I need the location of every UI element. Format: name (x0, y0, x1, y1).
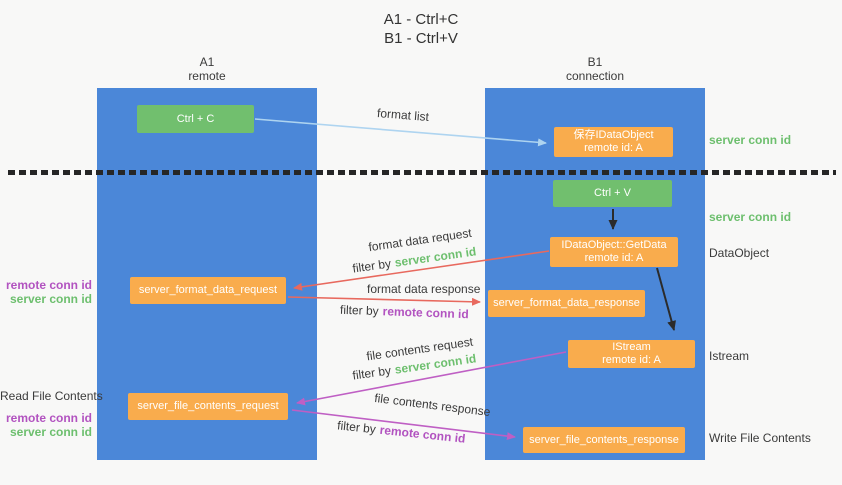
ctrl-v-label: Ctrl + V (594, 187, 631, 199)
column-b-name: B1 (587, 55, 603, 69)
idataobject-getdata-box: IDataObject::GetData remote id: A (550, 237, 678, 267)
remote-conn-id-text: remote conn id (382, 304, 469, 322)
save-idataobject-box: 保存IDataObject remote id: A (554, 127, 673, 157)
file-request-label: server_file_contents_request (137, 400, 279, 412)
filter-by-prefix: filter by (336, 418, 377, 437)
istream-box: IStream remote id: A (568, 340, 695, 368)
column-b-header: B1 connection (485, 55, 705, 83)
save-idataobject-line2: remote id: A (584, 142, 643, 154)
remote-conn-id-text: remote conn id (379, 422, 467, 446)
column-a-name: A1 (199, 55, 215, 69)
label-file-contents-response: file contents response (373, 390, 492, 420)
title-line-2: B1 - Ctrl+V (384, 30, 458, 47)
column-a-role: remote (188, 69, 226, 83)
getdata-line2: remote id: A (584, 252, 644, 264)
left-server-conn-id-file: server conn id (9, 425, 92, 439)
server-format-data-request-box: server_format_data_request (130, 277, 286, 304)
left-remote-conn-id-file: remote conn id (5, 411, 92, 425)
format-response-label: server_format_data_response (493, 297, 640, 309)
right-istream: Istream (709, 349, 750, 363)
left-read-file-contents: Read File Contents (0, 389, 103, 403)
server-file-contents-response-box: server_file_contents_response (523, 427, 685, 453)
diagram-title: A1 - Ctrl+C B1 - Ctrl+V (0, 10, 842, 48)
server-file-contents-request-box: server_file_contents_request (128, 393, 288, 420)
right-write-file-contents: Write File Contents (709, 431, 811, 445)
column-b-role: connection (565, 69, 625, 83)
format-request-label: server_format_data_request (138, 284, 278, 296)
filter-by-prefix: filter by (351, 363, 392, 383)
ctrl-v-box: Ctrl + V (553, 180, 672, 207)
save-idataobject-line1: 保存IDataObject (573, 129, 654, 141)
filter-by-prefix: filter by (351, 256, 392, 276)
label-format-data-response: format data response (367, 282, 481, 296)
right-server-conn-id-top: server conn id (709, 133, 792, 147)
column-a-header: A1 remote (97, 55, 317, 83)
session-divider-dotted-line (8, 170, 836, 175)
left-server-conn-id-format: server conn id (9, 292, 92, 306)
ctrl-c-box: Ctrl + C (137, 105, 254, 133)
right-server-conn-id-mid: server conn id (709, 210, 792, 224)
getdata-line1: IDataObject::GetData (561, 239, 667, 251)
file-response-label: server_file_contents_response (529, 433, 679, 446)
filter-by-prefix: filter by (339, 302, 379, 319)
istream-line1: IStream (612, 341, 651, 353)
ctrl-c-label: Ctrl + C (176, 112, 215, 125)
left-remote-conn-id-format: remote conn id (5, 278, 92, 292)
server-format-data-response-box: server_format_data_response (488, 290, 645, 317)
title-line-1: A1 - Ctrl+C (383, 11, 459, 28)
right-dataobject: DataObject (709, 246, 770, 260)
label-format-list: format list (376, 105, 430, 125)
istream-line2: remote id: A (602, 354, 661, 366)
